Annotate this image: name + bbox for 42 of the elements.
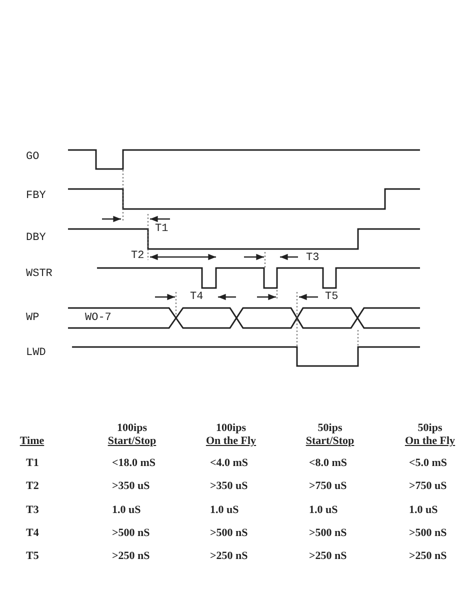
table-cell: <5.0 mS <box>409 457 448 470</box>
table-cell: >350 uS <box>210 480 248 493</box>
row-header: T5 <box>26 550 39 563</box>
table-cell: >250 nS <box>210 550 248 563</box>
column-header: 100ips On the Fly <box>204 422 258 448</box>
signal-name: GO <box>26 151 40 164</box>
row-header: T2 <box>26 480 39 493</box>
row-header: T3 <box>26 504 39 517</box>
row-header: T1 <box>26 457 39 470</box>
table-cell: >500 nS <box>409 527 447 540</box>
table-cell: >250 nS <box>309 550 347 563</box>
table-cell: <18.0 mS <box>112 457 156 470</box>
column-header: 50ips On the Fly <box>404 422 456 448</box>
table-cell: >500 nS <box>210 527 248 540</box>
table-cell: >500 nS <box>309 527 347 540</box>
timing-label: T5 <box>325 291 338 304</box>
table-cell: 1.0 uS <box>309 504 338 517</box>
signal-name: WP <box>26 312 40 325</box>
table-cell: >500 nS <box>112 527 150 540</box>
column-header: 100ips Start/Stop <box>106 422 158 448</box>
table-cell: >250 nS <box>409 550 447 563</box>
row-header: T4 <box>26 527 39 540</box>
table-cell: 1.0 uS <box>112 504 141 517</box>
table-cell: 1.0 uS <box>409 504 438 517</box>
signal-name: LWD <box>26 347 46 360</box>
table-cell: 1.0 uS <box>210 504 239 517</box>
timing-label: T3 <box>306 252 320 265</box>
timing-label: T1 <box>155 223 168 236</box>
table-cell: >750 uS <box>409 480 447 493</box>
signal-name: DBY <box>26 232 46 245</box>
table-cell: >250 nS <box>112 550 150 563</box>
table-cell: >350 uS <box>112 480 150 493</box>
column-header: Time <box>18 435 46 448</box>
timing-label: T2 <box>131 250 144 263</box>
column-header: 50ips Start/Stop <box>304 422 356 448</box>
table-cell: >750 uS <box>309 480 347 493</box>
timing-label: T4 <box>190 291 204 304</box>
table-cell: <8.0 mS <box>309 457 348 470</box>
signal-name: FBY <box>26 190 46 203</box>
bus-value-label: WO-7 <box>85 312 112 325</box>
table-cell: <4.0 mS <box>210 457 248 470</box>
signal-name: WSTR <box>26 268 52 281</box>
